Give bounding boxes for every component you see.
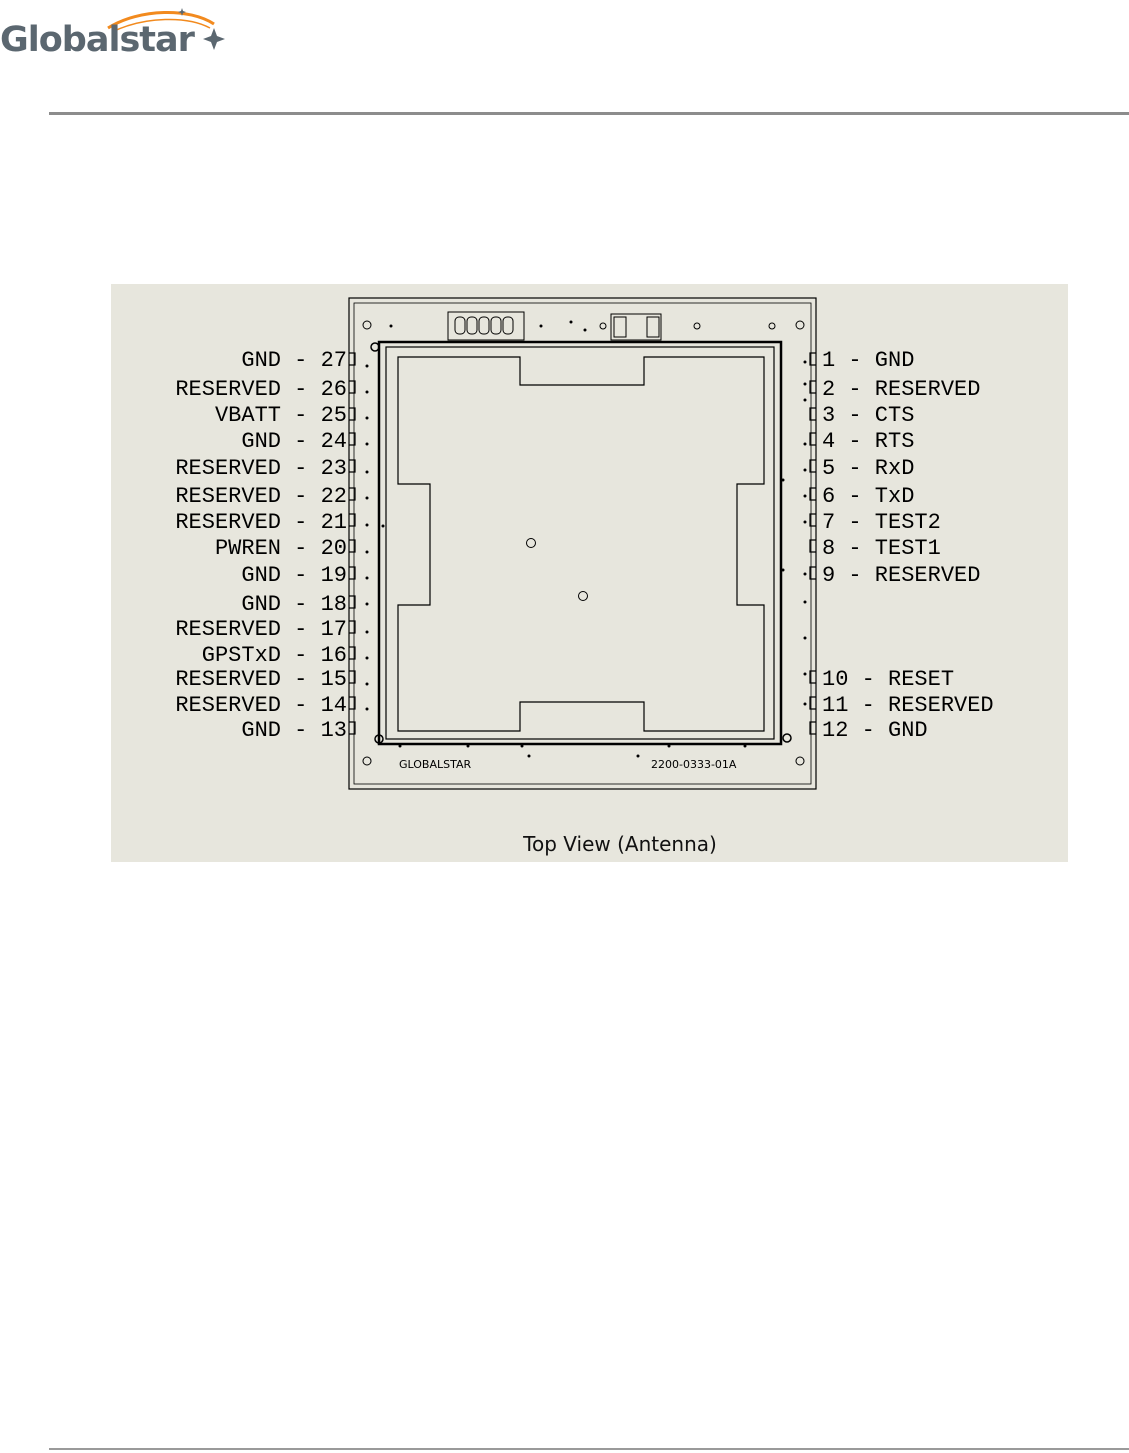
pin-label-right: 5 - RxD — [822, 456, 915, 481]
pinout-figure: GLOBALSTAR 2200-0333-01A GND - 27 RESERVE… — [111, 284, 1068, 862]
logo-swoosh-icon — [107, 8, 225, 50]
pin-label-right: 8 - TEST1 — [822, 536, 941, 561]
pin-label-left: GND - 24 — [241, 429, 347, 454]
figure-caption: Top View (Antenna) — [523, 832, 717, 856]
pin-label-left: GND - 18 — [241, 592, 347, 617]
pin-label-left: GND - 27 — [241, 348, 347, 373]
pin-label-left: RESERVED - 17 — [175, 617, 347, 642]
pin-label-left: PWREN - 20 — [214, 536, 347, 561]
logo-text: Globalstar — [0, 20, 195, 60]
pin-label-right: 6 - TxD — [822, 484, 915, 509]
pin-label-left: RESERVED - 26 — [175, 377, 347, 402]
pin-label-left: GND - 13 — [241, 718, 347, 743]
pin-label-left: VBATT - 25 — [214, 403, 347, 428]
header-divider — [49, 112, 1129, 115]
pin-label-right: 3 - CTS — [822, 403, 915, 428]
pin-label-right: 1 - GND — [822, 348, 915, 373]
pin-label-right: 4 - RTS — [822, 429, 915, 454]
pin-label-left: RESERVED - 21 — [175, 510, 347, 535]
pin-label-left: RESERVED - 14 — [175, 693, 347, 718]
pin-label-left: RESERVED - 23 — [175, 456, 347, 481]
pin-label-right: 2 - RESERVED — [822, 377, 981, 402]
pin-label-right: 9 - RESERVED — [822, 563, 981, 588]
pcb-board-drawing: GLOBALSTAR 2200-0333-01A — [348, 297, 817, 790]
pin-label-left: GND - 19 — [241, 563, 347, 588]
pin-label-right: 12 - GND — [822, 718, 928, 743]
globalstar-logo: Globalstar — [0, 6, 240, 62]
board-marking-left: GLOBALSTAR — [399, 758, 471, 771]
pin-label-left: RESERVED - 22 — [175, 484, 347, 509]
pin-label-right: 10 - RESET — [822, 667, 955, 692]
board-marking-right: 2200-0333-01A — [651, 758, 737, 771]
footer-divider — [49, 1448, 1129, 1450]
pin-label-left: GPSTxD - 16 — [201, 643, 347, 668]
pin-label-left: RESERVED - 15 — [175, 667, 347, 692]
pin-label-right: 11 - RESERVED — [822, 693, 994, 718]
pin-label-right: 7 - TEST2 — [822, 510, 941, 535]
